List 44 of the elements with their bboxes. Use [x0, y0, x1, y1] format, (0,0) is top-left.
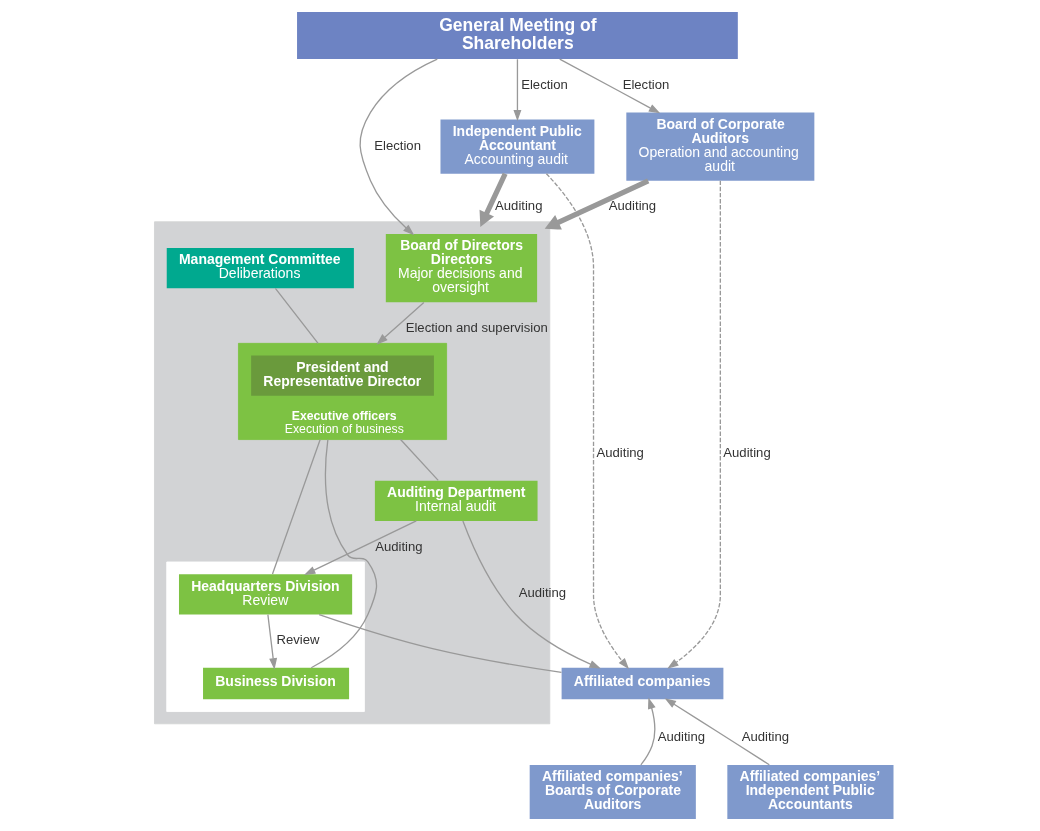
node-box: Board of Corporate Auditors Operation and accounting audit — [625, 112, 814, 181]
arrow — [639, 697, 656, 766]
connector — [271, 438, 321, 575]
edge-label: Election — [373, 137, 421, 153]
arrow — [266, 613, 277, 670]
connector — [318, 613, 562, 674]
cluster — [165, 561, 365, 712]
edge-label: Auditing — [722, 445, 771, 461]
edge-label: Auditing — [741, 729, 789, 745]
connector — [399, 438, 439, 481]
edge-label: Auditing — [608, 198, 656, 214]
edge-label: Election and supervision — [405, 319, 548, 335]
node-box: Independent Public Accountant Accounting audit — [440, 119, 594, 174]
edge-label: Auditing — [494, 198, 542, 214]
node-box: Affiliated companies’ Boards of Corporate Auditors — [529, 764, 696, 820]
node-box: Business Division — [202, 667, 349, 700]
node-box: Affiliated companies — [561, 667, 723, 700]
edge-label: Auditing — [518, 585, 566, 601]
node-box: Board of Directors Directors Major decisions and oversight — [385, 234, 537, 303]
node-box: Auditing Department Internal audit — [374, 480, 538, 521]
edge-label: Auditing — [596, 445, 644, 461]
edge-label: Review — [275, 632, 319, 648]
connector — [310, 438, 377, 669]
edge-label: Election — [622, 76, 669, 92]
node-box: Management Committee Deliberations — [166, 248, 354, 289]
node-box: Headquarters Division Review — [178, 574, 352, 615]
connector — [274, 287, 319, 344]
arrow — [358, 58, 438, 236]
node-box: Affiliated companies’ Independent Public Accountants — [726, 764, 893, 820]
edge-label: Auditing — [374, 538, 423, 554]
arrow — [479, 172, 508, 227]
edge-label: Auditing — [657, 729, 705, 745]
arrow — [545, 173, 629, 670]
arrow — [375, 301, 424, 345]
node-box: General Meeting of Shareholders — [296, 11, 738, 60]
arrow — [303, 520, 417, 575]
arrow — [544, 178, 649, 230]
edge-label: Election — [520, 76, 568, 92]
arrow — [666, 180, 721, 669]
arrow — [461, 520, 601, 669]
arrow — [512, 58, 521, 122]
arrow — [664, 698, 770, 766]
node-box: President and Representative Director — [250, 355, 434, 396]
arrow — [558, 58, 660, 114]
